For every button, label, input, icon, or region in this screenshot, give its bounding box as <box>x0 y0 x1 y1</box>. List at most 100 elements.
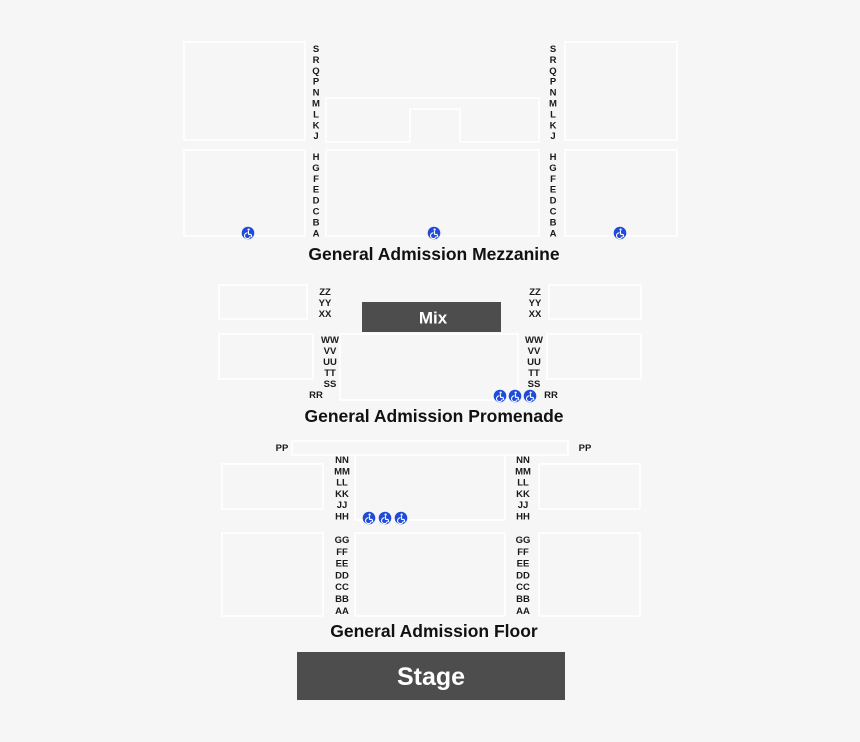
row-label: UU <box>323 357 337 368</box>
floor-lower-center-section[interactable] <box>354 532 506 617</box>
row-label: RR <box>544 390 558 401</box>
wheelchair-accessible-icon <box>362 511 376 525</box>
accessible-seating-icons <box>241 226 627 525</box>
row-label: M <box>549 99 557 110</box>
row-label: ZZ <box>529 287 541 298</box>
row-label: AA <box>335 606 349 617</box>
row-label: XX <box>529 309 542 320</box>
row-label: M <box>312 99 320 110</box>
row-label: A <box>550 228 557 239</box>
mezzanine-title: General Admission Mezzanine <box>308 244 559 264</box>
row-label: PP <box>579 443 592 454</box>
row-label: G <box>312 163 319 174</box>
row-label: F <box>550 174 556 185</box>
mezz-lower-left-section[interactable] <box>183 149 306 237</box>
mezz-upper-center-section[interactable] <box>325 97 540 143</box>
row-label: LL <box>517 478 529 489</box>
prom-lower-left-section[interactable] <box>218 333 314 380</box>
mix-booth <box>362 302 501 332</box>
mezz-upper-right-section[interactable] <box>564 41 678 141</box>
row-label: JJ <box>518 500 529 511</box>
row-label: K <box>313 120 320 131</box>
row-label: Q <box>312 66 319 77</box>
wheelchair-accessible-icon <box>613 226 627 240</box>
row-label: S <box>550 44 556 55</box>
row-label: H <box>550 152 557 163</box>
row-label: LL <box>336 478 348 489</box>
floor-rail <box>291 441 569 456</box>
row-label: GG <box>335 535 350 546</box>
floor-upper-center-section[interactable] <box>354 454 506 521</box>
wheelchair-accessible-icon <box>394 511 408 525</box>
stage <box>297 652 565 700</box>
row-label: A <box>313 228 320 239</box>
row-label: RR <box>309 390 323 401</box>
row-label: CC <box>335 582 349 593</box>
promenade-title: General Admission Promenade <box>304 406 563 426</box>
row-label: K <box>550 120 557 131</box>
row-label: FF <box>336 547 348 558</box>
mezz-lower-center-section[interactable] <box>325 149 540 237</box>
row-label: Q <box>549 66 556 77</box>
mix-label: Mix <box>419 309 448 328</box>
floor-title: General Admission Floor <box>330 621 538 641</box>
prom-upper-right-section[interactable] <box>548 284 642 320</box>
row-label: L <box>550 109 556 120</box>
row-label: WW <box>525 335 543 346</box>
row-label: ZZ <box>319 287 331 298</box>
row-label: EE <box>336 559 349 570</box>
floor-upper-left-section[interactable] <box>221 463 324 510</box>
wheelchair-accessible-icon <box>523 389 537 403</box>
row-label: N <box>313 88 320 99</box>
row-label: J <box>550 131 555 142</box>
mezzanine-sections <box>183 41 678 237</box>
row-label: XX <box>319 309 332 320</box>
row-label: L <box>313 109 319 120</box>
wheelchair-accessible-icon <box>241 226 255 240</box>
row-label: MM <box>334 466 350 477</box>
prom-center-section[interactable] <box>339 333 519 401</box>
row-label: YY <box>529 298 542 309</box>
row-label: DD <box>335 570 349 581</box>
row-label: PP <box>276 443 289 454</box>
stage-label: Stage <box>397 663 465 691</box>
prom-upper-left-section[interactable] <box>218 284 308 320</box>
row-label: SS <box>324 379 337 390</box>
row-label: R <box>550 55 557 66</box>
row-label: S <box>313 44 319 55</box>
row-label: YY <box>319 298 332 309</box>
row-label: D <box>550 196 557 207</box>
row-label: WW <box>321 335 339 346</box>
row-label: TT <box>324 368 336 379</box>
mezz-lower-right-section[interactable] <box>564 149 678 237</box>
row-label: KK <box>516 489 530 500</box>
row-label: FF <box>517 547 529 558</box>
wheelchair-accessible-icon <box>427 226 441 240</box>
row-label: E <box>313 185 319 196</box>
row-label: HH <box>516 512 530 523</box>
prom-lower-right-section[interactable] <box>546 333 642 380</box>
wheelchair-accessible-icon <box>493 389 507 403</box>
floor-upper-right-section[interactable] <box>538 463 641 510</box>
row-label: AA <box>516 606 530 617</box>
row-label: JJ <box>337 500 348 511</box>
row-label: NN <box>335 455 349 466</box>
row-label: BB <box>516 594 530 605</box>
row-label: CC <box>516 582 530 593</box>
row-label: UU <box>527 357 541 368</box>
row-label: D <box>313 196 320 207</box>
row-label: H <box>313 152 320 163</box>
row-label: G <box>549 163 556 174</box>
floor-lower-right-section[interactable] <box>538 532 641 617</box>
row-label: VV <box>528 346 541 357</box>
row-labels: SRQPNMLKJSRQPNMLKJHGFEDCBAHGFEDCBAZZYYXX… <box>276 44 592 617</box>
mezz-upper-left-section[interactable] <box>183 41 306 141</box>
floor-lower-left-section[interactable] <box>221 532 324 617</box>
row-label: BB <box>335 594 349 605</box>
row-label: C <box>313 207 320 218</box>
row-label: KK <box>335 489 349 500</box>
row-label: P <box>313 77 320 88</box>
row-label: J <box>313 131 318 142</box>
